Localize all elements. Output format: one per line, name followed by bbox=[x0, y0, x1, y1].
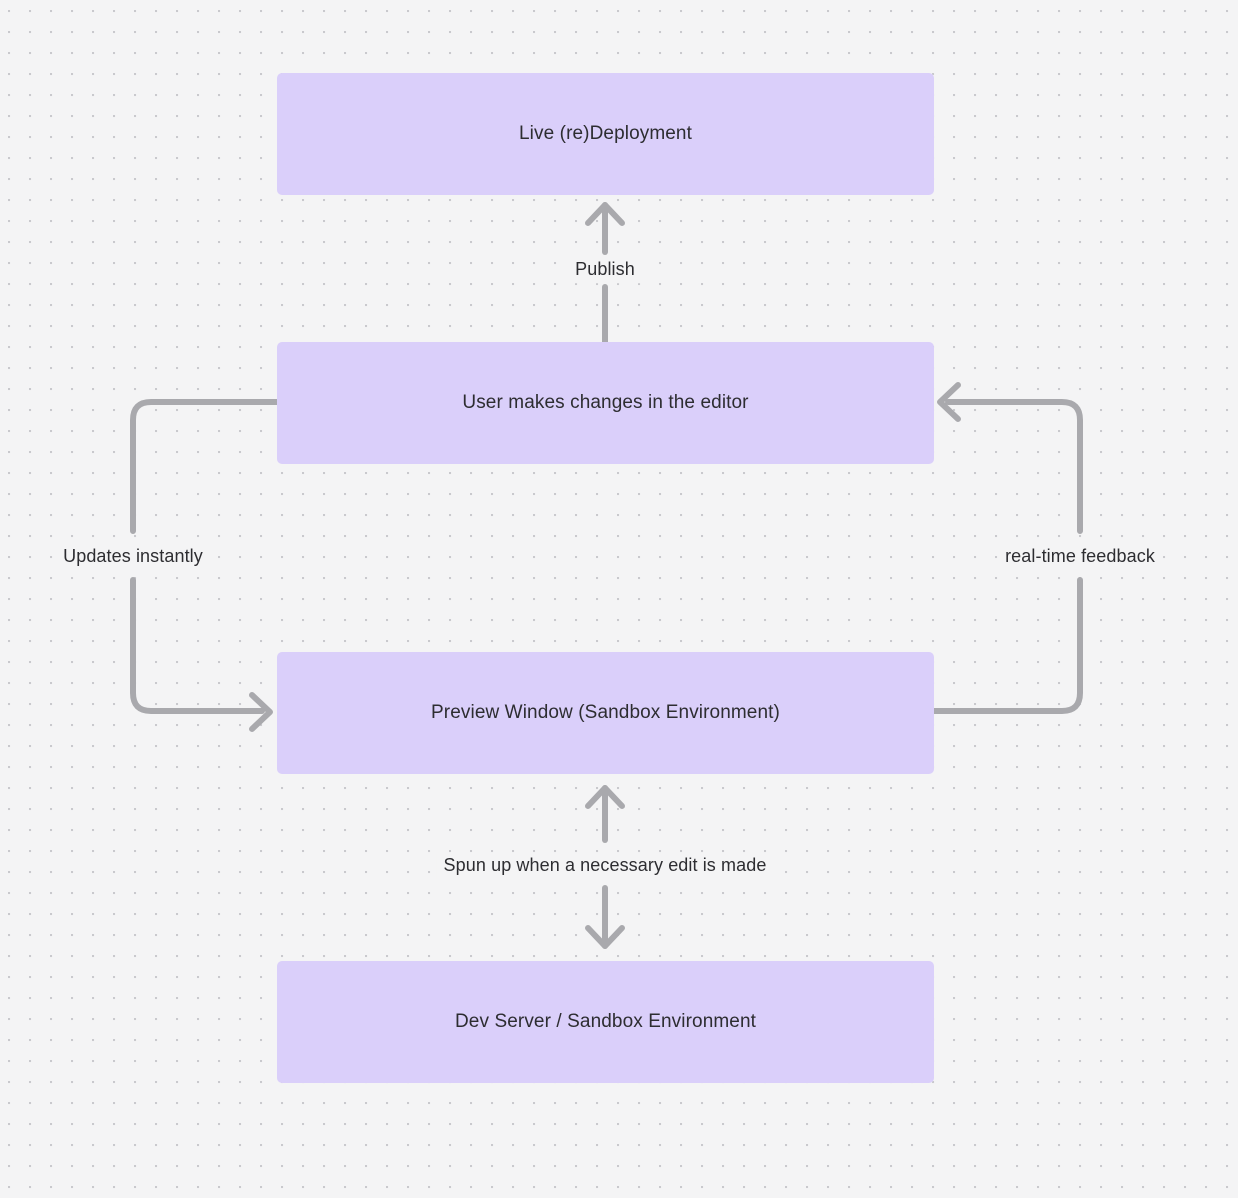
edge-feedback-upper-segment bbox=[945, 399, 1083, 534]
node-preview-window[interactable]: Preview Window (Sandbox Environment) bbox=[277, 652, 934, 774]
node-live-deployment-label: Live (re)Deployment bbox=[519, 123, 692, 145]
edge-spun-up-down-arrowhead bbox=[585, 925, 625, 949]
edge-feedback-lower-segment bbox=[931, 577, 1083, 714]
edge-spun-up-up-arrowhead bbox=[585, 785, 625, 809]
edge-label-real-time-feedback: real-time feedback bbox=[998, 544, 1162, 570]
node-user-edits-label: User makes changes in the editor bbox=[462, 392, 749, 414]
edge-label-publish: Publish bbox=[568, 257, 642, 283]
edge-label-spun-up: Spun up when a necessary edit is made bbox=[436, 853, 774, 879]
node-user-edits[interactable]: User makes changes in the editor bbox=[277, 342, 934, 464]
edge-label-updates-instantly: Updates instantly bbox=[56, 544, 210, 570]
node-dev-server[interactable]: Dev Server / Sandbox Environment bbox=[277, 961, 934, 1083]
edge-publish-arrowhead bbox=[585, 202, 625, 226]
edge-updates-lower-segment bbox=[130, 577, 265, 714]
edge-updates-upper-segment bbox=[130, 399, 280, 534]
node-preview-window-label: Preview Window (Sandbox Environment) bbox=[431, 702, 780, 724]
edge-updates-arrowhead bbox=[249, 692, 273, 732]
node-live-deployment[interactable]: Live (re)Deployment bbox=[277, 73, 934, 195]
edge-feedback-arrowhead bbox=[937, 382, 961, 422]
node-dev-server-label: Dev Server / Sandbox Environment bbox=[454, 1011, 756, 1033]
